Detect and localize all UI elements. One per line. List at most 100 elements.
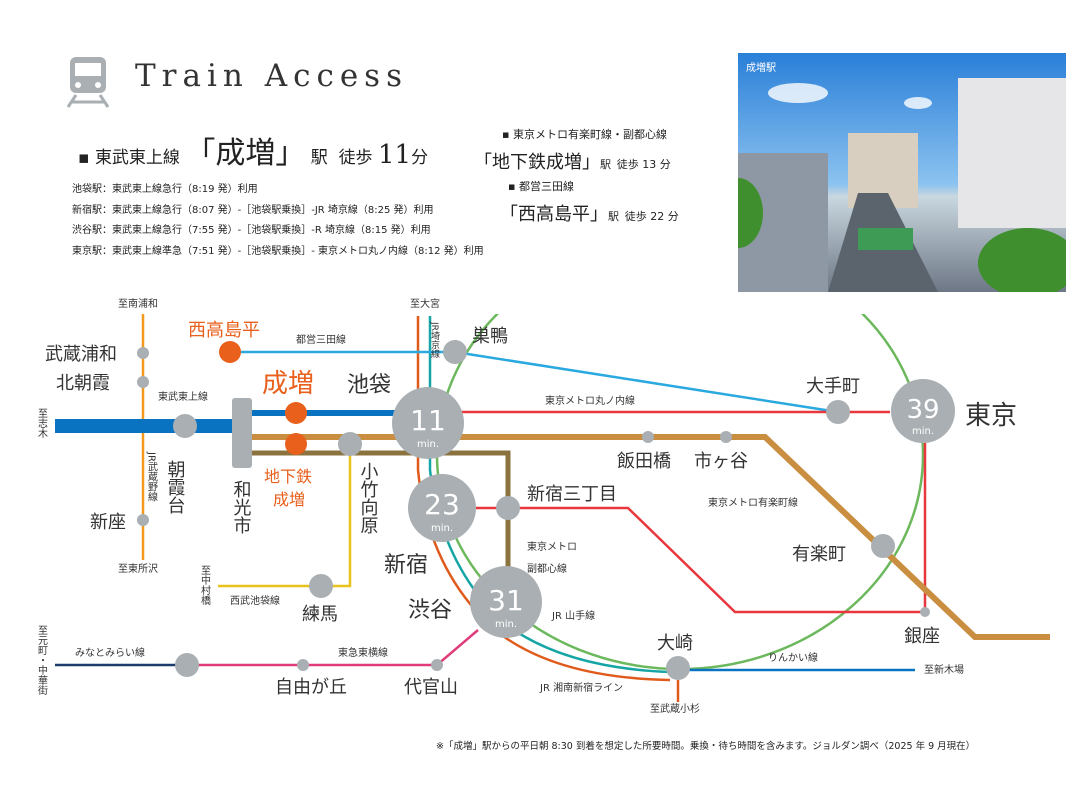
direction-musashi-kosugi: 至武蔵小杉 — [650, 702, 700, 715]
eki-label: 駅 — [600, 158, 611, 171]
label-yurakucho: 有楽町 — [792, 544, 846, 565]
label-sugamo: 巣鴨 — [472, 326, 508, 347]
direction-minami-urawa: 至南浦和 — [118, 297, 158, 310]
label-musashino-line: JR武蔵野線 — [146, 451, 158, 502]
label-shonan-line: JR 湘南新宿ライン — [539, 681, 623, 694]
main-access: ▪ 東武東上線 「成増」 駅 徒歩 11分 — [78, 136, 429, 171]
label-narimasu: 成増 — [262, 369, 314, 399]
page-title: Train Access — [135, 58, 408, 94]
label-asakadai: 朝霞台 — [165, 460, 186, 514]
line-name: 東武東上線 — [94, 148, 180, 168]
station-marker[interactable] — [173, 414, 197, 438]
station-chikatetsu-narimasu[interactable] — [285, 433, 307, 455]
route-ikebukuro: 池袋駅：東武東上線急行（8:19 発）利用 — [72, 184, 258, 195]
station-marker[interactable] — [642, 431, 654, 443]
direction-shinkiba: 至新木場 — [924, 663, 964, 676]
station-name: 「西高島平」 — [500, 204, 608, 225]
route-shinjuku: 新宿駅：東武東上線急行（8:07 発）-［池袋駅乗換］-JR 埼京線（8:25 … — [72, 204, 434, 216]
route-tokyo: 東京駅：東武東上線準急（7:51 発）-［池袋駅乗換］- 東京メトロ丸ノ内線（8… — [72, 245, 484, 257]
label-otemachi: 大手町 — [806, 376, 860, 397]
label-minatomirai-line: みなとみらい線 — [75, 646, 145, 659]
station-marker[interactable] — [309, 574, 333, 598]
time-unit: min. — [417, 439, 439, 450]
hub-ikebukuro[interactable] — [392, 387, 464, 459]
label-toyoko-line: 東急東横線 — [338, 646, 388, 659]
label-ikebukuro: 池袋 — [347, 373, 391, 398]
sub-access-station: 「西高島平」駅 徒歩 22 分 — [500, 200, 679, 226]
station-marker[interactable] — [137, 347, 149, 359]
station-narimasu[interactable] — [285, 402, 307, 424]
time-ikebukuro: 11 — [410, 404, 446, 437]
label-niiza: 新座 — [90, 512, 126, 533]
label-osaki: 大崎 — [657, 633, 693, 654]
station-marker[interactable] — [175, 653, 199, 677]
label-shibuya: 渋谷 — [408, 598, 452, 623]
stations — [137, 340, 955, 680]
station-marker[interactable] — [443, 340, 467, 364]
label-seibu-line: 西武池袋線 — [230, 594, 280, 607]
eki-label: 駅 — [608, 210, 619, 223]
sub-access-line: ▪ 東京メトロ有楽町線・副都心線 — [502, 128, 667, 141]
walk-minutes: 11 — [377, 140, 412, 170]
label-fukutoshin-line: 東京メトロ — [527, 540, 577, 553]
mita-line — [230, 350, 839, 414]
time-shinjuku: 23 — [424, 488, 460, 521]
station-marker[interactable] — [920, 607, 930, 617]
walk-label: 徒歩 13 分 — [616, 158, 671, 171]
label-saikyo-line: JR埼京線 — [429, 321, 440, 358]
station-marker[interactable] — [666, 656, 690, 680]
station-photo: 成増駅 — [738, 53, 1066, 292]
seibu-line — [218, 455, 352, 588]
footnote: ※「成増」駅からの平日朝 8:30 到着を想定した所要時間。乗換・待ち時間を含み… — [436, 741, 976, 752]
label-iidabashi: 飯田橋 — [617, 451, 671, 472]
direction-nakamurabashi: 至中村橋 — [199, 565, 211, 606]
sub-access-station: 「地下鉄成増」駅 徒歩 13 分 — [474, 148, 671, 174]
label-nerima: 練馬 — [302, 604, 338, 625]
station-marker[interactable] — [496, 496, 520, 520]
station-nishitakashimadaira[interactable] — [219, 341, 241, 363]
label-yurakucho-line: 東京メトロ有楽町線 — [708, 496, 798, 509]
direction-omiya: 至大宮 — [410, 297, 440, 310]
station-marker[interactable] — [871, 534, 895, 558]
label-marunouchi-line: 東京メトロ丸ノ内線 — [545, 394, 635, 407]
photo-caption: 成増駅 — [746, 63, 776, 74]
hub-shibuya[interactable] — [470, 566, 542, 638]
label-nishitakashimadaira: 西高島平 — [188, 320, 260, 341]
station-name: 「成増」 — [185, 136, 306, 171]
time-unit: min. — [912, 426, 934, 437]
station-marker[interactable] — [720, 431, 732, 443]
hub-tokyo[interactable] — [891, 379, 955, 443]
label-tojo-line: 東武東上線 — [158, 390, 208, 403]
photo-illustration — [738, 78, 1066, 292]
station-marker[interactable] — [137, 514, 149, 526]
yurakucho-line — [252, 434, 1050, 640]
label-daikanyama: 代官山 — [404, 677, 458, 698]
route-list: 池袋駅：東武東上線急行（8:19 発）利用 新宿駅：東武東上線急行（8:07 発… — [72, 180, 484, 262]
direction-motomachi: 至元町・中華街 — [36, 625, 48, 696]
label-fukutoshin-line-2: 副都心線 — [527, 562, 567, 575]
label-musashi-urawa: 武蔵浦和 — [45, 344, 117, 365]
station-marker[interactable] — [297, 659, 309, 671]
label-rinkai-line: りんかい線 — [768, 651, 818, 664]
label-chikatetsu: 地下鉄 — [264, 467, 312, 486]
label-yamanote-line: JR 山手線 — [551, 609, 595, 622]
train-icon — [66, 57, 110, 108]
station-marker[interactable] — [826, 400, 850, 424]
station-name: 「地下鉄成増」 — [474, 152, 600, 173]
station-marker[interactable] — [338, 432, 362, 456]
station-marker[interactable] — [431, 659, 443, 671]
sub-access-line: ▪ 都営三田線 — [508, 180, 574, 193]
fukutoshin-line — [252, 450, 511, 590]
label-mita-line: 都営三田線 — [296, 333, 346, 346]
label-kita-asaka: 北朝霞 — [56, 373, 110, 394]
hub-shinjuku[interactable] — [408, 474, 476, 542]
label-wakoshi: 和光市 — [231, 480, 252, 534]
label-jiyugaoka: 自由が丘 — [275, 677, 347, 698]
label-ichigaya: 市ヶ谷 — [694, 451, 748, 472]
eki-label: 駅 — [310, 148, 328, 168]
station-marker[interactable] — [137, 376, 149, 388]
time-tokyo: 39 — [906, 395, 939, 425]
station-marker[interactable] — [232, 398, 252, 468]
